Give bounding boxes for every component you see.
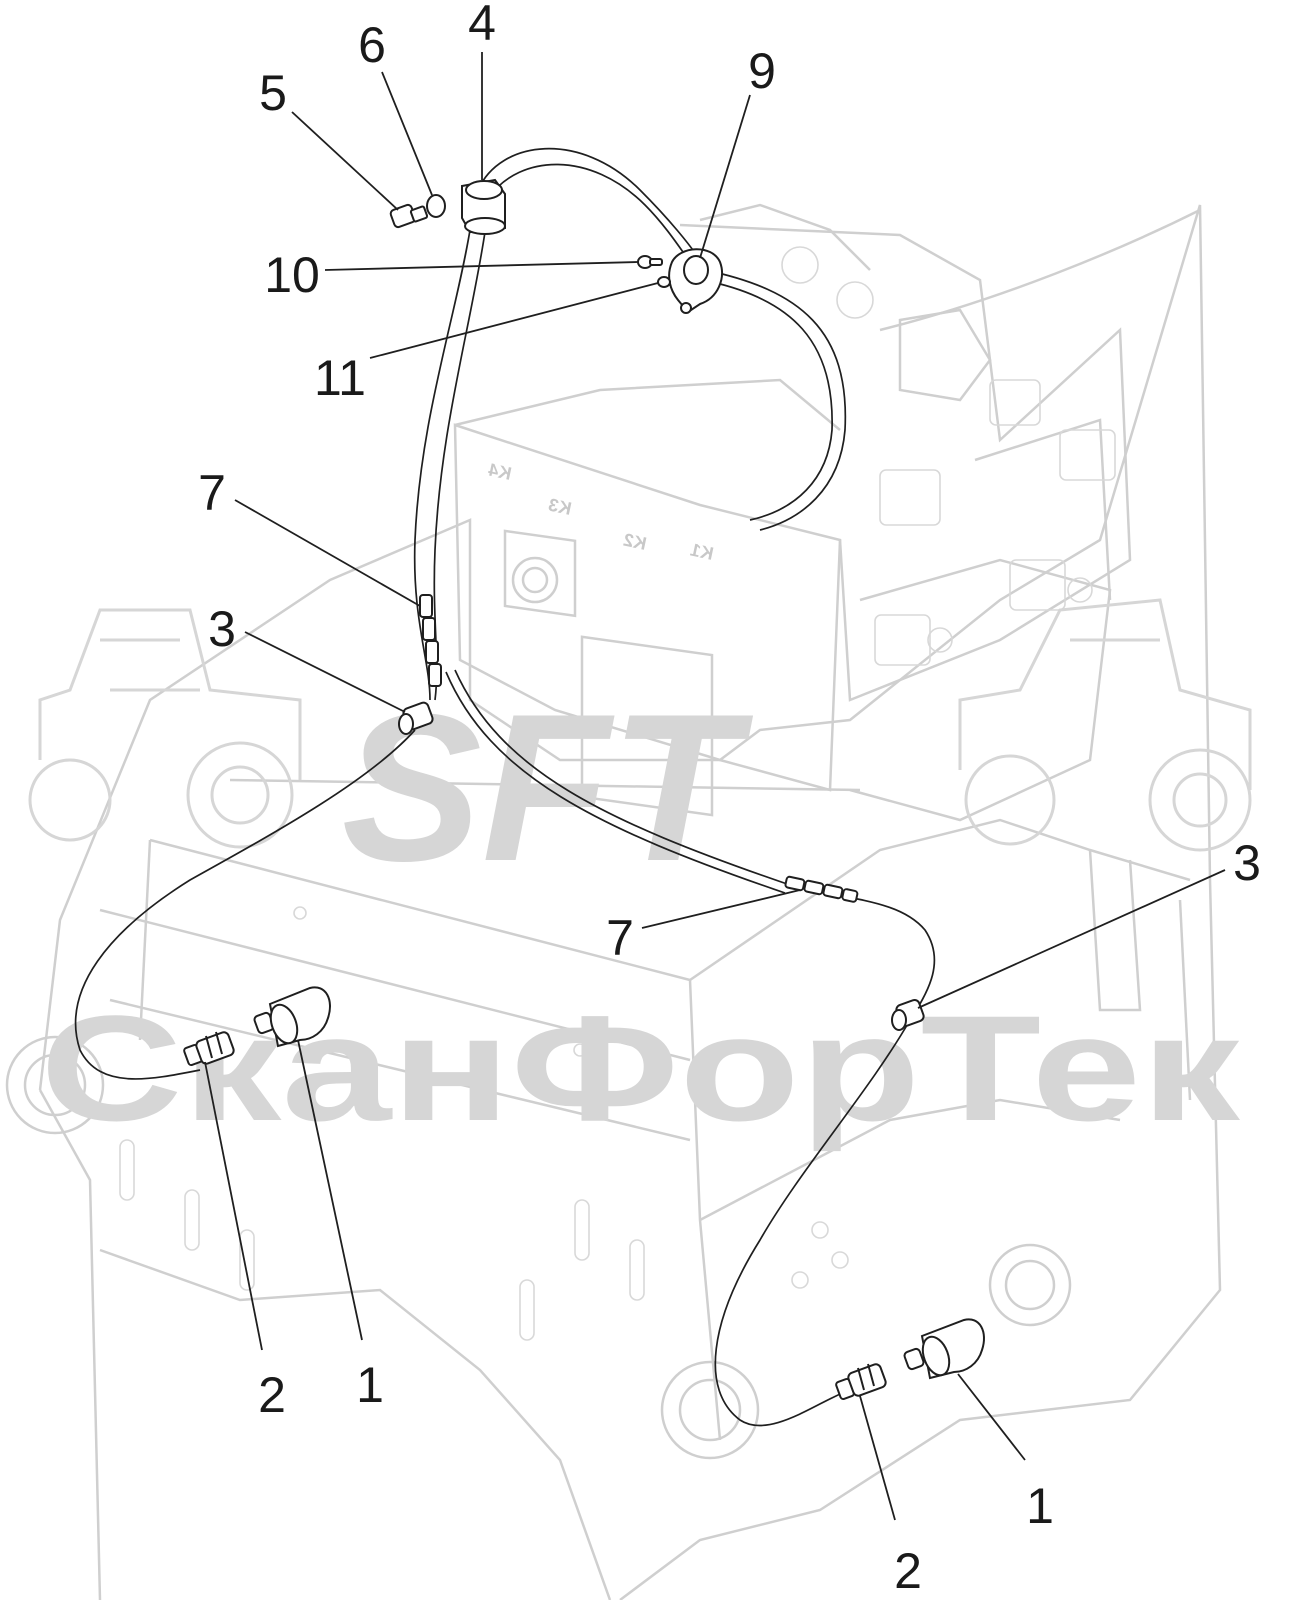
callout-2-left: 2	[258, 1367, 286, 1423]
plug-2-right-icon	[835, 1363, 887, 1401]
leader-2a	[204, 1061, 263, 1351]
watermark-brand: СканФорТек	[40, 984, 1241, 1152]
clamp-9-icon	[668, 248, 723, 314]
leader-7a	[234, 499, 421, 607]
callout-10: 10	[264, 247, 320, 303]
callout-9: 9	[748, 43, 776, 99]
sensor-1-left-icon	[253, 986, 331, 1048]
leader-9	[699, 94, 751, 259]
harness-parts	[183, 178, 985, 1401]
tractor-left-watermark-icon	[28, 608, 302, 849]
sensor-1-right-icon	[903, 1318, 985, 1380]
sleeve-7-upper-icon	[419, 594, 442, 687]
leader-7b	[641, 889, 801, 929]
screw-10-icon	[637, 255, 663, 269]
connector-3-lower-icon	[891, 998, 925, 1031]
callout-5: 5	[259, 65, 287, 121]
leader-lines	[204, 52, 1226, 1521]
callout-7-upper: 7	[198, 465, 226, 521]
tractor-right-watermark-icon	[958, 598, 1252, 852]
washer-11-icon	[657, 276, 671, 288]
leader-3a	[244, 631, 406, 713]
callout-3-lower: 3	[1233, 835, 1261, 891]
callout-1-right: 1	[1026, 1478, 1054, 1534]
leader-6	[381, 71, 433, 196]
callout-2-right: 2	[894, 1543, 922, 1599]
clamp-4-icon	[461, 178, 506, 235]
washer-6-icon	[426, 194, 446, 218]
callout-7-lower: 7	[606, 910, 634, 966]
module-label-k3: K3	[547, 495, 574, 519]
leader-5	[291, 111, 399, 211]
callout-3-upper: 3	[208, 601, 236, 657]
leader-3b	[917, 869, 1226, 1009]
callout-6: 6	[358, 17, 386, 73]
callout-4: 4	[468, 0, 496, 51]
leader-1a	[297, 1039, 363, 1341]
leader-2b	[859, 1395, 896, 1521]
connector-3-upper-icon	[398, 701, 434, 735]
bolt-5-icon	[389, 203, 429, 229]
callout-numbers: 4 6 5 9 10 11 7 3 3 7 2 1 1 2	[198, 0, 1261, 1599]
controller-module-labels: K1 K2 K3 K4	[487, 460, 716, 564]
module-label-k2: K2	[622, 530, 649, 554]
module-label-k4: K4	[487, 460, 514, 484]
callout-11: 11	[314, 350, 366, 406]
leader-10	[324, 261, 639, 271]
leader-11	[369, 282, 659, 359]
plug-2-left-icon	[183, 1031, 235, 1067]
watermark: SFT СканФорТек	[28, 598, 1252, 1152]
sleeve-7-lower-icon	[784, 875, 859, 903]
callout-1-left: 1	[356, 1357, 384, 1413]
module-label-k1: K1	[689, 540, 716, 564]
leader-1b	[957, 1373, 1026, 1461]
